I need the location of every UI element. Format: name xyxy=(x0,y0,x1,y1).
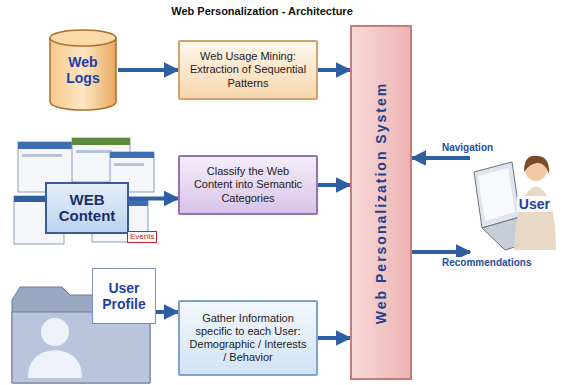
cylinder-top xyxy=(50,30,116,46)
arrow-label: Navigation xyxy=(440,142,495,153)
connector-group xyxy=(118,70,470,338)
node-label: User xyxy=(517,196,552,212)
system-bar: Web Personalization System xyxy=(350,25,412,380)
node-text-group: Web Personalization System xyxy=(373,81,389,323)
laptop-screen xyxy=(474,162,520,228)
diagram-title: Web Personalization - Architecture xyxy=(0,5,524,17)
process-box: Gather Information specific to each User… xyxy=(178,300,318,376)
node-text-group: Classify the Web Content into Semantic C… xyxy=(187,165,309,205)
profile-tag: User Profile xyxy=(92,268,156,324)
process-box: Web Usage Mining: Extraction of Sequenti… xyxy=(178,40,318,100)
arrow-label: Recommendations xyxy=(440,257,533,268)
page-line xyxy=(76,150,112,153)
cylinder-body xyxy=(50,38,116,110)
node-label: Classify the Web Content into Semantic C… xyxy=(187,165,309,205)
flow-arrow xyxy=(318,68,350,72)
node-label: Gather Information specific to each User… xyxy=(187,312,309,365)
node-label: Web Personalization System xyxy=(373,81,389,323)
node-text-group: Web Logs xyxy=(59,54,107,86)
node-text-group: Gather Information specific to each User… xyxy=(187,312,309,365)
laptop-display xyxy=(478,168,515,221)
flow-arrow xyxy=(318,336,350,340)
user-figure: User xyxy=(470,150,556,258)
page-header xyxy=(72,138,130,145)
page-line xyxy=(22,154,62,157)
flow-arrow xyxy=(412,250,470,254)
process-box: Classify the Web Content into Semantic C… xyxy=(178,155,318,215)
event-tag: Events xyxy=(127,231,157,243)
node-label: Web Logs xyxy=(59,54,107,86)
database-cylinder: Web Logs xyxy=(48,28,118,112)
flow-arrow xyxy=(412,156,470,160)
page-header xyxy=(110,152,154,158)
user-photo xyxy=(474,156,556,250)
page-line xyxy=(114,163,144,166)
node-text-group: User xyxy=(517,196,552,212)
node-label: Web Usage Mining: Extraction of Sequenti… xyxy=(187,50,309,90)
flow-arrow xyxy=(118,68,178,72)
content-panel: WEB Content xyxy=(45,182,129,234)
flow-arrow xyxy=(129,197,178,201)
person-shoulders xyxy=(28,350,82,378)
web-page-thumbnails xyxy=(14,138,154,244)
page-header xyxy=(18,142,80,149)
person-hair xyxy=(524,156,549,174)
node-text-group: Web Usage Mining: Extraction of Sequenti… xyxy=(187,50,309,90)
flow-arrow xyxy=(156,310,178,314)
node-text-group: WEB Content xyxy=(52,192,122,225)
flow-arrow xyxy=(318,183,350,187)
node-label: WEB Content xyxy=(52,192,122,225)
person-body xyxy=(514,186,556,250)
node-label: User Profile xyxy=(96,280,152,312)
person-head xyxy=(41,318,69,346)
node-text-group: User Profile xyxy=(96,280,152,312)
